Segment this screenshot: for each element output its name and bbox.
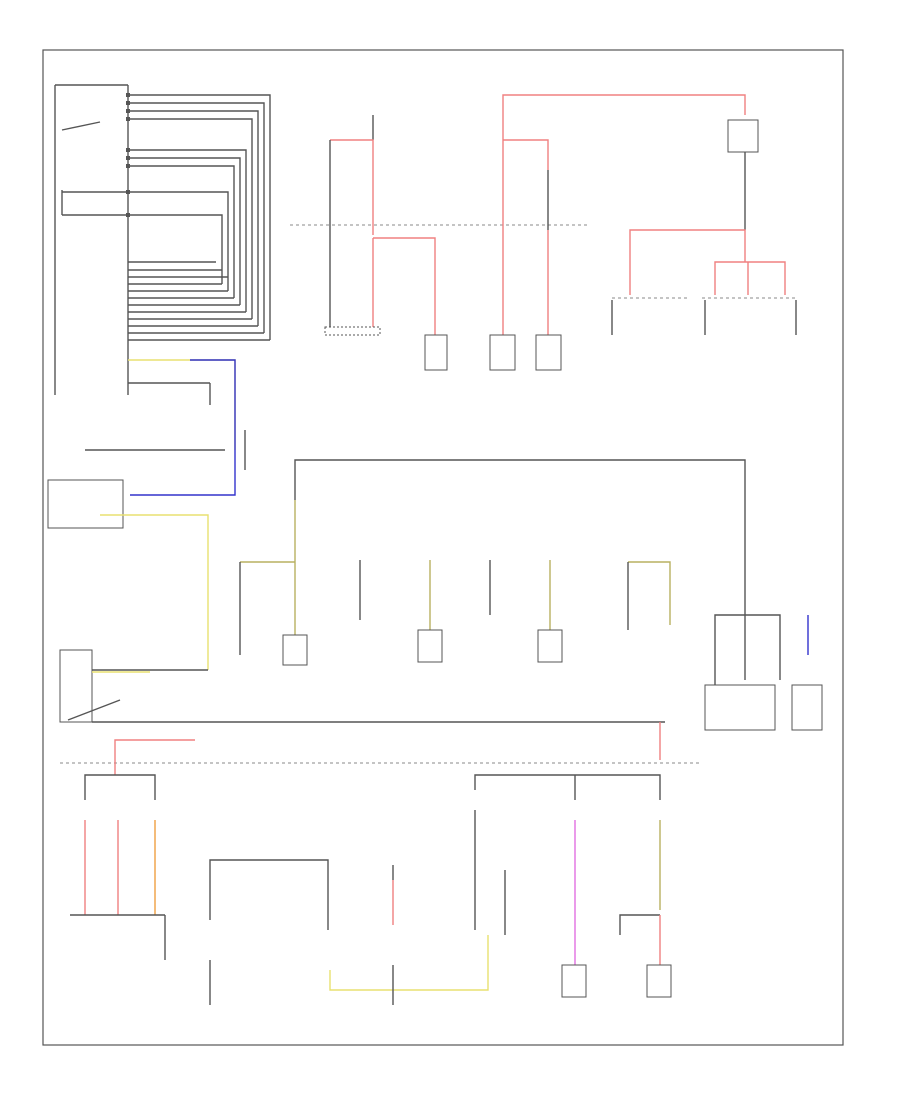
module-box [561, 964, 587, 998]
harness-wire [128, 102, 265, 333]
module-box [646, 964, 672, 998]
bus-wire [84, 774, 156, 800]
module-box [537, 629, 563, 663]
red-wire [373, 237, 436, 335]
bus-wire [294, 459, 746, 520]
wire-segment [209, 859, 329, 930]
harness-wire [128, 110, 259, 326]
harness-wire [128, 118, 253, 319]
bus-wire [474, 774, 661, 800]
connector-pin [126, 164, 130, 168]
module-box [535, 334, 562, 371]
module-box [489, 334, 516, 371]
blue-wire [130, 359, 236, 496]
red-wire [503, 139, 549, 170]
harness-wire [128, 157, 241, 305]
module-box [417, 629, 443, 663]
red-wire [330, 139, 374, 235]
lower-bus-group [60, 722, 700, 1005]
relay-box [727, 119, 759, 153]
connector-pin [126, 117, 130, 121]
harness-wire [128, 214, 223, 284]
left-module-group [54, 84, 271, 496]
harness-wire [128, 149, 247, 312]
connector-outline [324, 326, 381, 336]
connector-pin [126, 109, 130, 113]
diagram-frame [42, 49, 844, 1046]
red-wire [502, 94, 746, 140]
switch-contact [61, 121, 101, 131]
connector-pin [126, 148, 130, 152]
yellow-green-wire [628, 561, 671, 625]
red-wire [629, 229, 746, 295]
top-right-group [611, 119, 798, 335]
yellow-wire [329, 935, 489, 991]
module-box [424, 334, 448, 371]
left-component-box [47, 479, 124, 529]
wire-segment [619, 914, 660, 935]
wire-segment [714, 614, 781, 700]
connector-pin [126, 101, 130, 105]
harness-bundle [128, 94, 271, 341]
harness-wire [128, 191, 229, 291]
module-box [282, 634, 308, 666]
yellow-wire [100, 514, 209, 670]
yellow-wire [128, 359, 236, 450]
red-wire [714, 261, 786, 295]
top-fuse-group [290, 94, 746, 371]
harness-wire [128, 94, 271, 340]
red-wire [114, 739, 195, 775]
left-switch-box [59, 649, 93, 723]
module-box [791, 684, 823, 731]
harness-wire [128, 165, 235, 298]
module-box [704, 684, 776, 731]
switch-contact [67, 699, 121, 721]
middle-bus-group [239, 459, 823, 731]
connector-pin [126, 156, 130, 160]
connector-pin [126, 93, 130, 97]
